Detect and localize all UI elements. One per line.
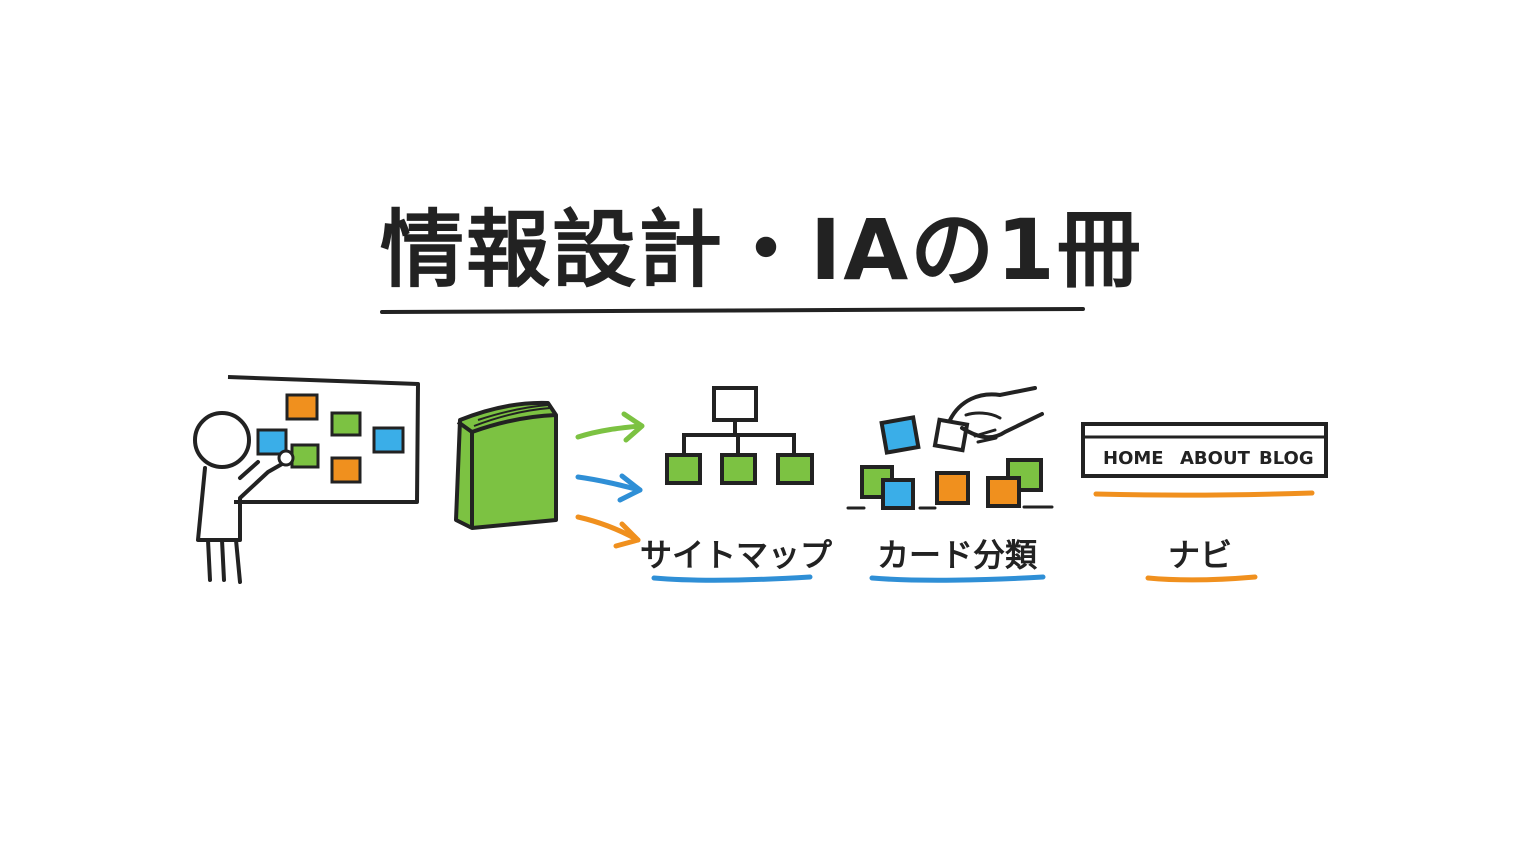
- card-sort-underline: [869, 574, 1046, 583]
- sitemap-underline: [651, 574, 813, 583]
- person-legs: [206, 538, 242, 584]
- nav-item-home: HOME: [1103, 448, 1164, 469]
- hand-icon: [948, 386, 1044, 444]
- person-head: [193, 411, 251, 469]
- page-title: 情報設計・IAの1冊: [380, 201, 1143, 299]
- sitemap-label: サイトマップ: [640, 536, 833, 574]
- card-sorting-icon: [846, 415, 1054, 510]
- nav-underline-top: [1093, 490, 1315, 498]
- arrow-icon: [575, 411, 645, 443]
- sitemap-tree-icon: [665, 386, 814, 485]
- book-icon: [454, 400, 558, 530]
- sticky-note: [256, 428, 288, 456]
- nav-underline: [1145, 574, 1258, 583]
- sticky-note: [285, 393, 319, 421]
- sticky-note: [290, 443, 320, 469]
- person-at-board-icon: [193, 375, 420, 584]
- card-sort-label: カード分類: [877, 536, 1038, 574]
- sticky-note: [330, 411, 362, 437]
- nav-item-about: ABOUT: [1180, 448, 1251, 469]
- arrow-icon: [575, 473, 643, 503]
- nav-bar-icon: HOME ABOUT BLOG: [1081, 422, 1328, 478]
- person-body: [196, 462, 284, 542]
- sticky-note: [330, 456, 362, 484]
- title-underline: [380, 307, 1085, 314]
- whiteboard: [227, 375, 420, 504]
- nav-item-blog: BLOG: [1259, 448, 1314, 469]
- sticky-note: [372, 426, 405, 454]
- nav-label: ナビ: [1168, 536, 1232, 574]
- arrow-icon: [575, 514, 641, 549]
